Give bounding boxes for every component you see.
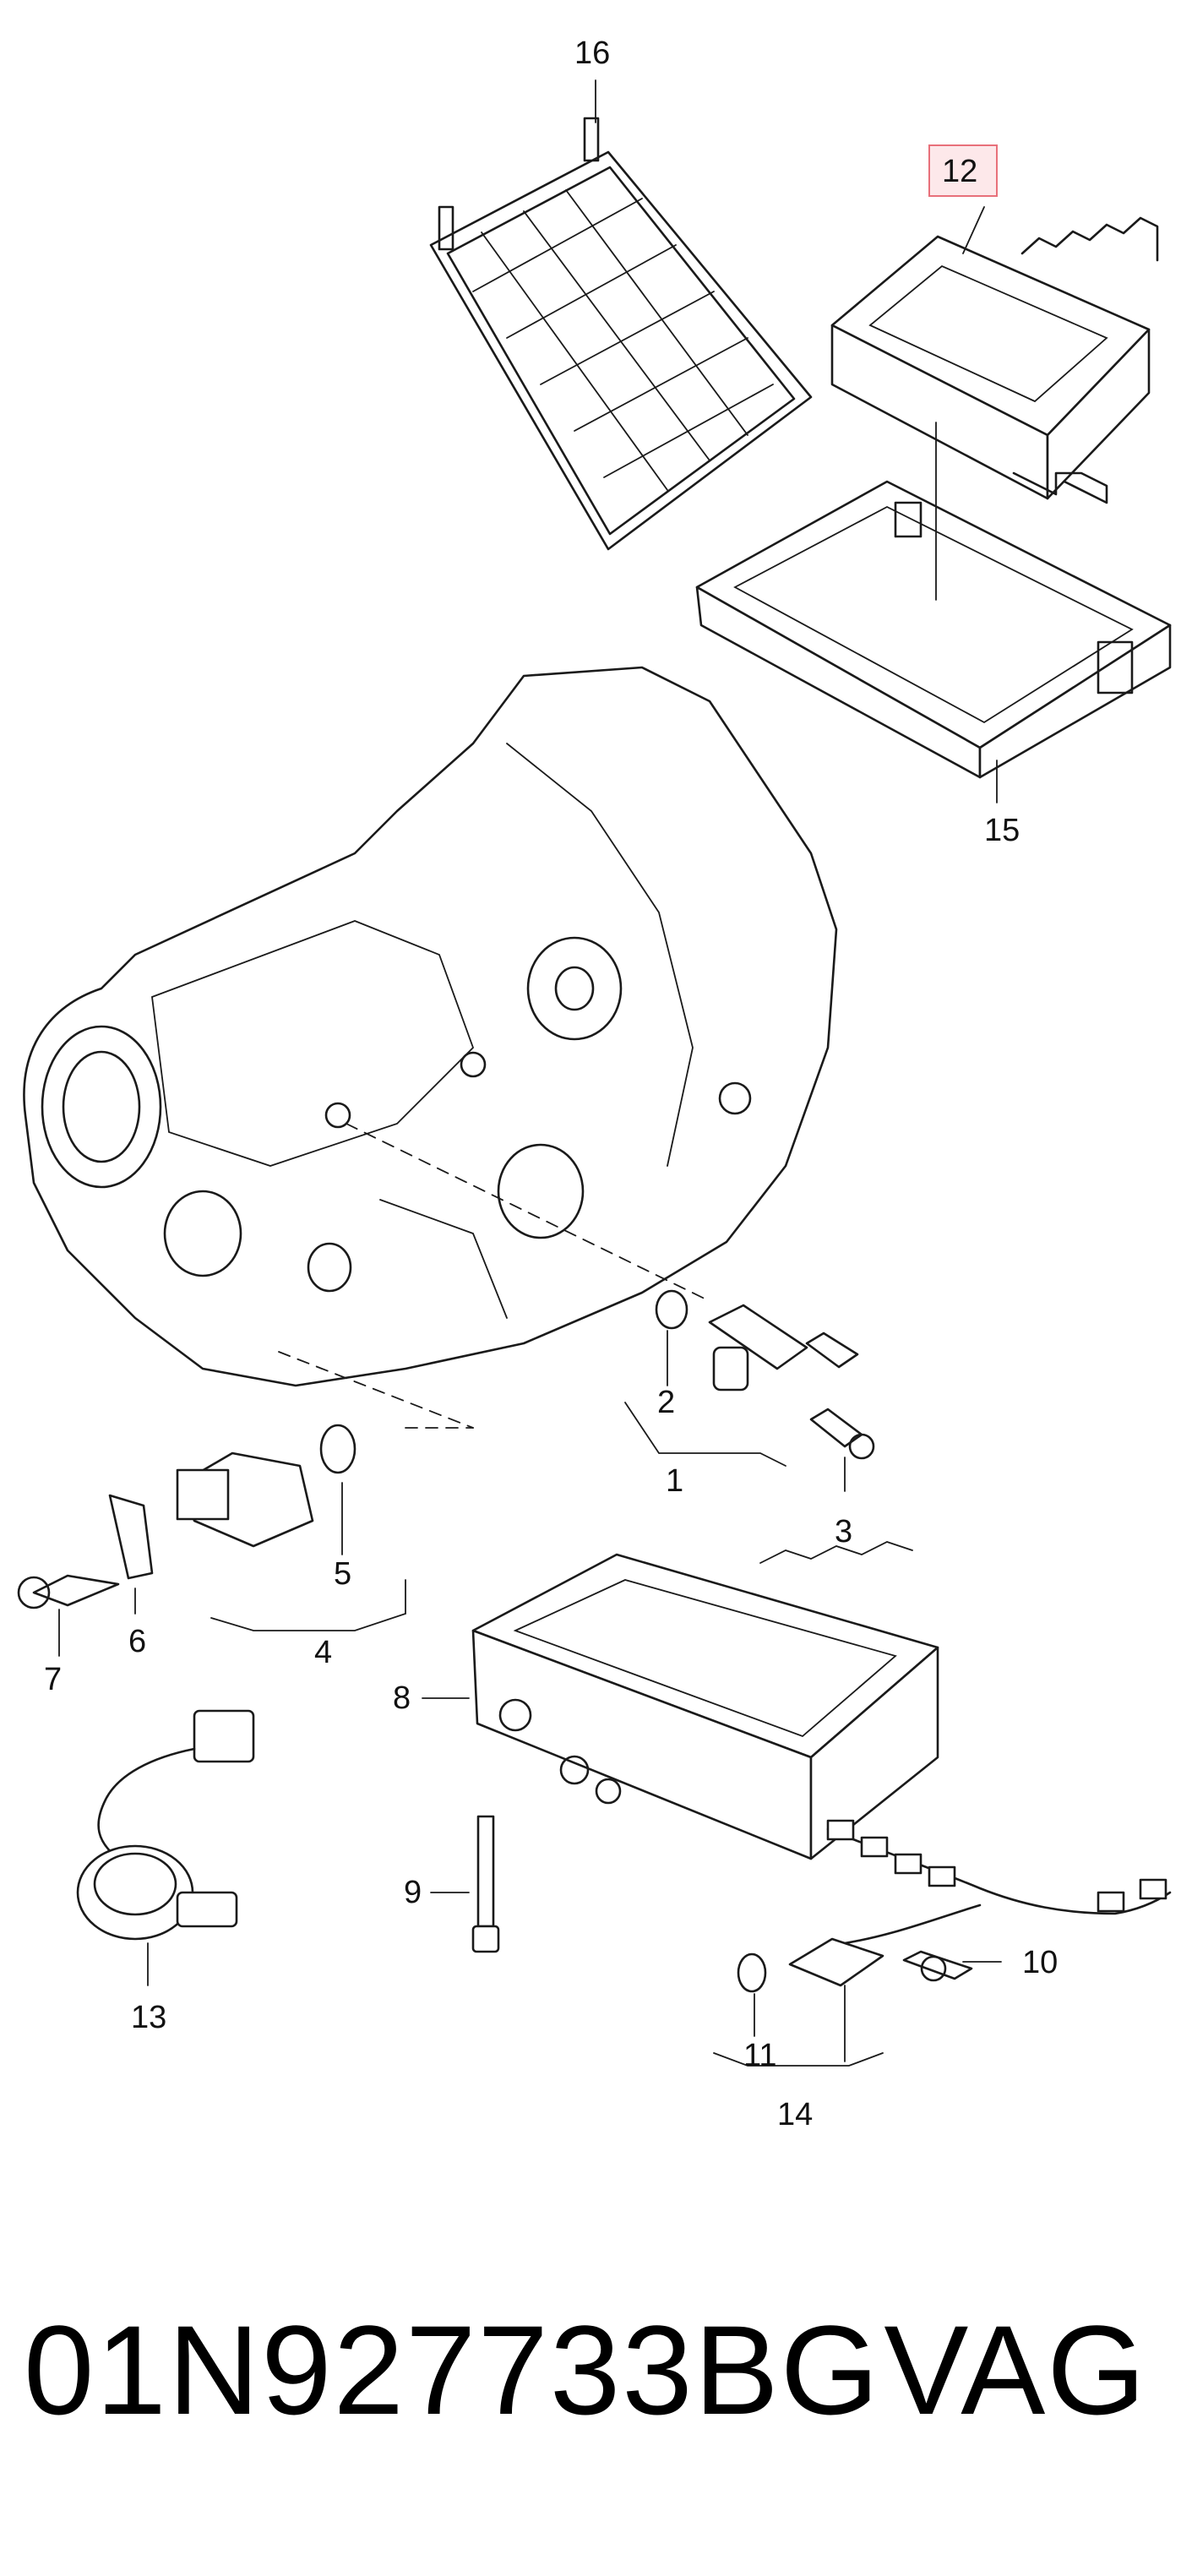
valve-body-drawing bbox=[422, 1541, 939, 1860]
callout-12-highlight-box bbox=[928, 144, 998, 197]
callout-3: 3 bbox=[835, 1514, 852, 1549]
callout-8: 8 bbox=[393, 1680, 411, 1716]
cable-sensor-drawing bbox=[76, 1709, 255, 1986]
wiring-harness-drawing bbox=[713, 1819, 1172, 2067]
housing-tray-drawing bbox=[695, 422, 1172, 803]
callout-13: 13 bbox=[131, 2000, 166, 2035]
part-number: 01N927733BG bbox=[24, 2299, 881, 2441]
long-bolt-drawing bbox=[430, 1815, 500, 1953]
footer: 01N927733BG VAG bbox=[0, 2298, 1181, 2484]
callout-11: 11 bbox=[743, 2038, 776, 2073]
callout-2: 2 bbox=[657, 1385, 675, 1420]
callout-7: 7 bbox=[44, 1662, 62, 1697]
brand-name: VAG bbox=[884, 2299, 1147, 2441]
callout-5: 5 bbox=[334, 1556, 351, 1592]
callout-6: 6 bbox=[128, 1624, 146, 1659]
sensor-assembly-1-drawing bbox=[624, 1289, 875, 1492]
control-unit-drawing bbox=[830, 206, 1159, 504]
callout-10: 10 bbox=[1022, 1945, 1058, 1980]
transmission-housing-drawing bbox=[23, 666, 838, 1429]
callout-1: 1 bbox=[666, 1463, 683, 1499]
callout-4: 4 bbox=[314, 1635, 332, 1670]
speed-sensor-assembly-drawing bbox=[17, 1424, 474, 1657]
cover-grille-drawing bbox=[429, 79, 813, 551]
callout-12: 12 bbox=[942, 154, 977, 189]
callout-9: 9 bbox=[404, 1875, 422, 1910]
callout-16: 16 bbox=[574, 35, 610, 71]
callout-14: 14 bbox=[777, 2097, 813, 2132]
callout-15: 15 bbox=[984, 813, 1020, 848]
